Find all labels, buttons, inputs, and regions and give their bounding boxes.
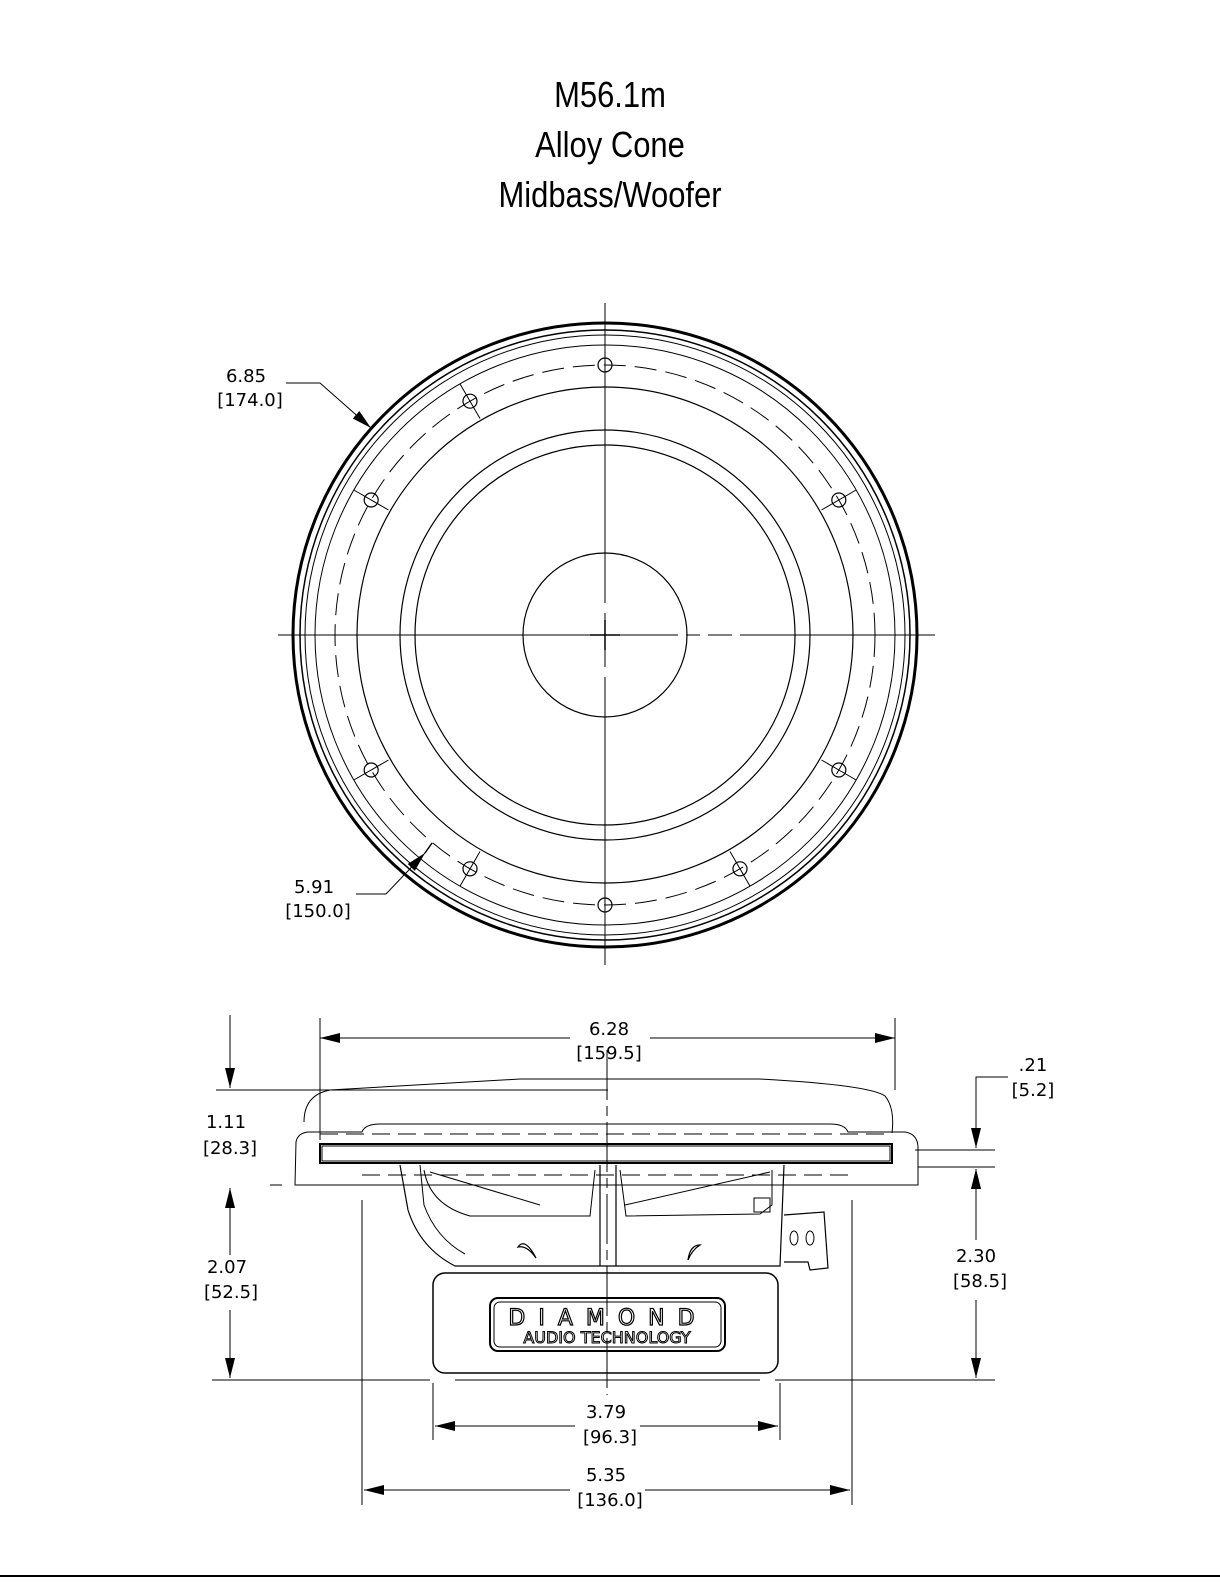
basket-width-mm: [136.0] <box>577 1490 643 1511</box>
bolt-circle-mm: [150.0] <box>285 901 351 922</box>
side-view: DIAMOND AUDIO TECHNOLOGY 6.28 [159.5] .2… <box>203 1015 1054 1511</box>
depth-from-flange-mm: [52.5] <box>204 1282 258 1303</box>
front-height-inch: 1.11 <box>206 1112 246 1133</box>
cutout-inch: 6.28 <box>589 1019 629 1040</box>
front-height-mm: [28.3] <box>203 1138 257 1159</box>
mounting-depth-mm: [58.5] <box>953 1271 1007 1292</box>
diameter-inch: 6.85 <box>226 366 266 387</box>
depth-from-flange-inch: 2.07 <box>207 1257 247 1278</box>
magnet-diameter-mm: [96.3] <box>583 1427 637 1448</box>
diameter-mm: [174.0] <box>217 390 283 411</box>
cutout-mm: [159.5] <box>576 1043 642 1064</box>
bottom-rule <box>0 1575 1220 1577</box>
basket-width-inch: 5.35 <box>586 1465 626 1486</box>
front-view: 6.85 [174.0] 5.91 [150.0] <box>217 303 935 965</box>
mounting-depth-inch: 2.30 <box>956 1246 996 1267</box>
diameter-leader <box>286 383 371 428</box>
flange-thickness-mm: [5.2] <box>1012 1080 1055 1101</box>
flange-plate <box>320 1144 892 1163</box>
gasket-outline <box>304 1079 893 1133</box>
bolt-circle-inch: 5.91 <box>294 877 334 898</box>
magnet-diameter-inch: 3.79 <box>586 1402 626 1423</box>
flange-thickness-inch: .21 <box>1019 1055 1048 1076</box>
